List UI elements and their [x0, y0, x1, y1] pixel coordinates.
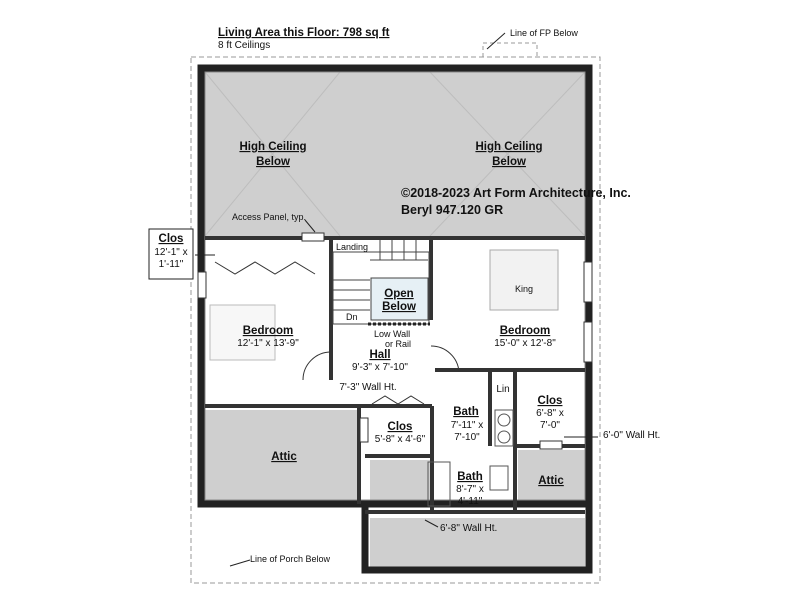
open-below-line1: Open [384, 288, 413, 300]
low-wall-note-line2: or Rail [385, 339, 411, 349]
copyright-line: ©2018-2023 Art Form Architecture, Inc. [401, 186, 631, 200]
attic-left-zone [205, 410, 359, 500]
leader-lines [195, 32, 598, 567]
right-closet-dim2: 7'-0" [540, 420, 560, 431]
fireplace-line [482, 42, 538, 57]
attic-bottom-zone [370, 518, 585, 568]
low-wall-note-line1: Low Wall [374, 329, 410, 339]
bath-fixtures [427, 409, 514, 507]
windows [197, 232, 593, 450]
closet-callout-box [148, 228, 194, 280]
hall-wall-height: 7'-3" Wall Ht. [339, 382, 396, 393]
high-ceiling-zone [205, 72, 585, 236]
bath-lower-dim2: 4'-11" [458, 496, 483, 507]
high-ceiling-right-line1: High Ceiling [475, 141, 542, 153]
attic-left-name: Attic [271, 451, 297, 463]
attic-right-name: Attic [538, 475, 564, 487]
high-ceiling-left-line1: High Ceiling [239, 141, 306, 153]
access-panel-note: Access Panel, typ. [232, 212, 306, 222]
landing-note: Landing [336, 242, 368, 252]
closet-callout-dim1: 12'-1" x [154, 247, 187, 258]
king-bed [489, 249, 559, 311]
hall-closet-dim: 5'-8" x 4'-6" [375, 434, 426, 445]
bath-upper-dim2: 7'-10" [454, 432, 480, 443]
bath-upper-name: Bath [453, 406, 479, 418]
bedroom-right-name: Bedroom [500, 325, 550, 337]
high-ceiling-left-line2: Below [256, 156, 290, 168]
bath-lower-dim1: 8'-7" x [456, 484, 484, 495]
right-closet-dim1: 6'-8" x [536, 408, 564, 419]
roof-line-outline [190, 56, 601, 584]
attic-right-zone [518, 450, 585, 506]
bedroom-left-name: Bedroom [243, 325, 293, 337]
floor-area-title: Living Area this Floor: 798 sq ft [218, 27, 390, 39]
closet-callout-dim2: 1'-11" [159, 259, 184, 270]
bath-upper-dim1: 7'-11" x [451, 420, 484, 431]
ceiling-hatch [204, 71, 586, 237]
right-wall-height: 6'-0" Wall Ht. [603, 430, 660, 441]
hall-name: Hall [369, 349, 390, 361]
stair-down-note: Dn [346, 312, 358, 322]
high-ceiling-right-line2: Below [492, 156, 526, 168]
open-below-line2: Below [382, 301, 416, 313]
bed-left [209, 304, 276, 361]
attic-small-zone [370, 460, 430, 505]
bedroom-right-dim: 15'-0" x 12'-8" [494, 338, 556, 349]
closet-callout-name: Clos [159, 233, 184, 245]
hall-dim: 9'-3" x 7'-10" [352, 362, 408, 373]
bed-size-label: King [515, 284, 533, 294]
bottom-wall-height: 6'-8" Wall Ht. [440, 523, 497, 534]
stair [332, 240, 430, 325]
doors [214, 261, 460, 405]
porch-below-note: Line of Porch Below [250, 554, 331, 564]
open-below-void [370, 277, 429, 321]
plan-code: Beryl 947.120 GR [401, 203, 503, 217]
hall-closet-name: Clos [388, 421, 413, 433]
bath-lower-name: Bath [457, 471, 483, 483]
ceiling-height-note: 8 ft Ceilings [218, 40, 270, 51]
right-closet-name: Clos [538, 395, 563, 407]
linen-closet-name: Lin [496, 384, 509, 395]
bedroom-left-dim: 12'-1" x 13'-9" [237, 338, 299, 349]
fp-below-note: Line of FP Below [510, 28, 578, 38]
